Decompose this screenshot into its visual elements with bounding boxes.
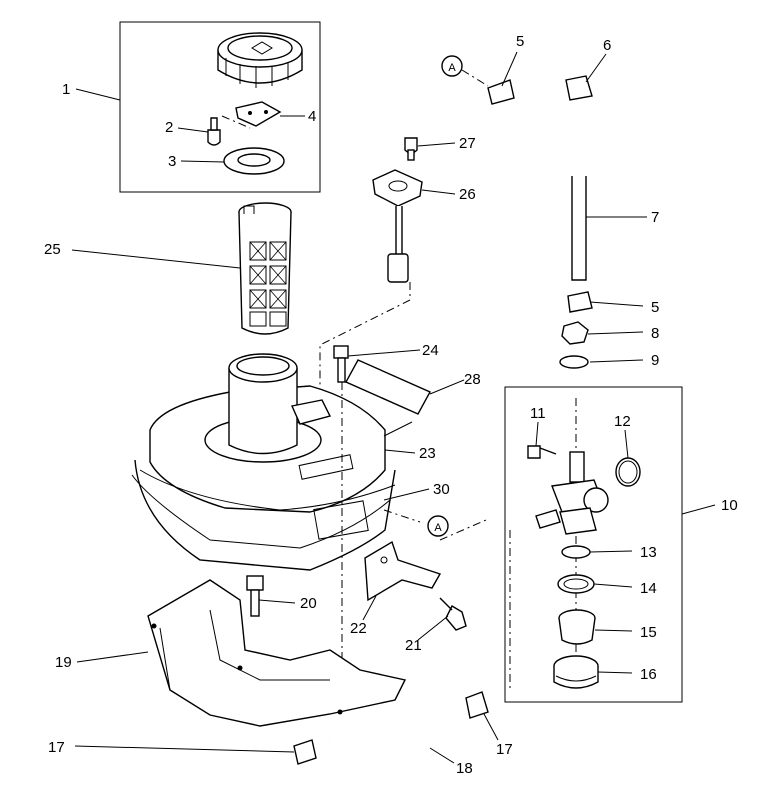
cover-bolt <box>246 575 264 617</box>
callout-4: 4 <box>308 108 316 125</box>
callout-8: 8 <box>651 325 659 342</box>
callout-17-left: 17 <box>48 739 65 756</box>
fuel-hose-upper <box>517 107 587 281</box>
bracket <box>364 540 442 602</box>
callout-1: 1 <box>62 81 70 98</box>
callout-3: 3 <box>168 153 176 170</box>
callout-2: 2 <box>165 119 173 136</box>
washer <box>559 355 589 369</box>
cap-screw <box>207 115 251 146</box>
fuel-cup <box>553 655 599 689</box>
bracket-bolt <box>439 597 467 631</box>
under-cover <box>147 579 407 727</box>
callout-26: 26 <box>459 186 476 203</box>
fuel-cock <box>535 451 609 535</box>
fuel-gauge <box>372 169 423 283</box>
fuel-cock-assembly-box <box>504 386 683 703</box>
tank-guide-line-2 <box>383 509 421 523</box>
strainer-gasket <box>561 545 591 559</box>
callout-13: 13 <box>640 544 657 561</box>
cock-screw <box>527 445 557 459</box>
callout-27: 27 <box>459 135 476 152</box>
nut <box>561 321 589 345</box>
bracket-guide-line <box>439 519 487 541</box>
fuel-strainer <box>238 202 292 335</box>
callout-15: 15 <box>640 624 657 641</box>
callout-30: 30 <box>433 481 450 498</box>
callout-labels: 1 2 3 4 5 6 7 5 8 9 10 11 12 13 14 15 16… <box>44 33 738 777</box>
callout-20: 20 <box>300 595 317 612</box>
fuel-cap <box>217 32 303 88</box>
cap-assembly-box <box>119 21 321 193</box>
callout-12: 12 <box>614 413 631 430</box>
callout-16: 16 <box>640 666 657 683</box>
fuel-tank <box>131 353 396 571</box>
tank-label <box>345 359 431 437</box>
cap-plate <box>235 101 282 127</box>
callout-24: 24 <box>422 342 439 359</box>
callout-23: 23 <box>419 445 436 462</box>
o-ring-lower <box>557 574 595 594</box>
callout-18: 18 <box>456 760 473 777</box>
callout-7: 7 <box>651 209 659 226</box>
fuel-hose-lower <box>328 720 437 758</box>
callout-14: 14 <box>640 580 657 597</box>
hose-clamp-mid <box>567 291 593 313</box>
callout-6: 6 <box>603 37 611 54</box>
connector-a-label: A <box>448 62 456 74</box>
o-ring <box>615 457 641 487</box>
leader-lines <box>71 51 716 764</box>
callout-9: 9 <box>651 352 659 369</box>
hose-clamp-alt <box>565 75 593 101</box>
callout-21: 21 <box>405 637 422 654</box>
callout-5-top: 5 <box>516 33 524 50</box>
hose-clamp-lower-left <box>293 739 317 765</box>
callout-5-mid: 5 <box>651 299 659 316</box>
callout-19: 19 <box>55 654 72 671</box>
connector-a-mid: A <box>427 515 449 537</box>
tank-bolt <box>333 345 349 383</box>
callout-17-right: 17 <box>496 741 513 758</box>
cap-gasket <box>223 147 285 175</box>
hose-clamp-lower-right <box>465 691 489 719</box>
gauge-screw <box>404 137 418 161</box>
callout-28: 28 <box>464 371 481 388</box>
hose-clamp-upper <box>487 79 515 105</box>
callout-25: 25 <box>44 241 61 258</box>
connector-a-label: A <box>434 522 442 534</box>
callout-10: 10 <box>721 497 738 514</box>
connector-a-top: A <box>441 55 489 87</box>
callout-22: 22 <box>350 620 367 637</box>
callout-11: 11 <box>530 405 546 422</box>
filter-element <box>558 609 596 645</box>
